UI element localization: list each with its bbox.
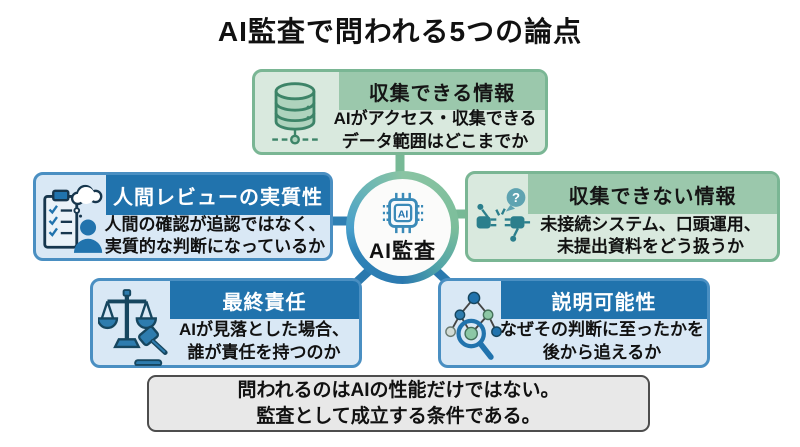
box-explainability-header: 説明可能性	[501, 281, 707, 319]
body-line: 誰が責任を持つのか	[187, 342, 341, 362]
center-node-inner: AI AI監査	[354, 179, 451, 276]
body-line: 人間の確認が追認ではなく、	[104, 214, 326, 234]
box-human-review-header: 人間レビューの実質性	[106, 175, 330, 215]
database-icon	[261, 77, 329, 151]
box-human-review: 人間レビューの実質性 人間の確認が追認では	[33, 172, 333, 261]
body-line: 未提出資料をどう扱うか	[557, 237, 744, 256]
clipboard-review-icon	[40, 181, 106, 257]
body-line: なぜその判断に至ったかを	[500, 320, 704, 340]
box-collectable-info-body: AIがアクセス・収集できる データ範囲はどこまでか	[329, 109, 541, 150]
footer-statement: 問われるのはAIの性能だけではない。 監査として成立する条件である。	[147, 375, 650, 432]
box-uncollectable-info-body: 未接続システム、口頭運用、 未提出資料をどう扱うか	[528, 214, 773, 256]
plug-question-mark: ?	[512, 190, 520, 205]
box-final-responsibility: 最終責任 AIが見落とした場合、 誰が責任を持つのか	[90, 278, 362, 368]
body-line: 未接続システム、口頭運用、	[540, 214, 761, 234]
center-node-ai-audit: AI AI監査	[346, 171, 459, 284]
chip-label: AI	[397, 208, 408, 220]
scales-gavel-icon	[97, 287, 171, 367]
center-label: AI監査	[369, 240, 436, 263]
box-final-responsibility-body: AIが見落とした場合、 誰が責任を持つのか	[173, 320, 355, 362]
box-explainability: 説明可能性 なぜその判断に至ったかを 後から追えるか	[438, 278, 710, 368]
disconnected-plug-icon: ?	[470, 184, 532, 256]
body-line: AIが見落とした場合、	[179, 320, 349, 340]
box-uncollectable-info-header: 収集できない情報	[528, 174, 777, 214]
footer-line: 問われるのはAIの性能だけではない。	[237, 379, 560, 401]
ai-chip-icon: AI	[382, 192, 423, 234]
footer-line: 監査として成立する条件である。	[256, 405, 541, 427]
body-line: データ範囲はどこまでか	[341, 131, 529, 151]
box-collectable-info-header: 収集できる情報	[339, 72, 545, 110]
box-explainability-body: なぜその判断に至ったかを 後から追えるか	[500, 320, 704, 362]
box-uncollectable-info: 収集できない情報 ? 未接続システム、口頭運	[465, 171, 780, 262]
body-line: 後から追えるか	[542, 342, 662, 362]
box-human-review-body: 人間の確認が追認ではなく、 実質的な判断になっているか	[104, 214, 326, 256]
tree-magnifier-icon	[443, 287, 505, 367]
box-final-responsibility-header: 最終責任	[170, 281, 359, 319]
page-title: AI監査で問われる5つの論点	[217, 16, 583, 47]
body-line: AIがアクセス・収集できる	[333, 109, 537, 129]
body-line: 実質的な判断になっているか	[104, 237, 326, 256]
box-collectable-info: 収集できる情報 AIがアクセス・収集できる データ範囲はどこまでか	[252, 69, 548, 155]
